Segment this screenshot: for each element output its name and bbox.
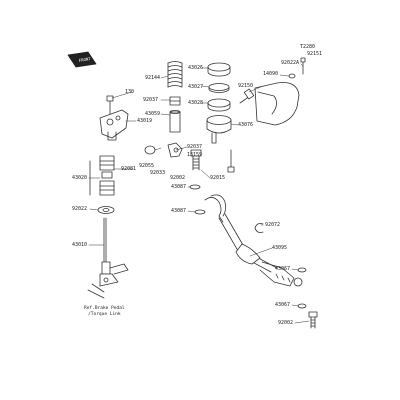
piston-43059 [169,110,181,133]
part-label-92015[interactable]: 92015 [210,175,226,181]
part-label-92144[interactable]: 92144 [145,75,161,81]
part-label-43076[interactable]: 43076 [238,122,254,128]
bolt-92015 [227,149,235,173]
banjo-bolt-92002-lower [308,311,318,329]
part-label-92022[interactable]: 92022 [72,206,88,212]
diaphragm-43028 [207,98,231,112]
part-label-43027[interactable]: 43027 [188,84,204,90]
part-label-43095[interactable]: 43095 [272,245,288,251]
part-label-92037-upper[interactable]: 92037 [143,97,159,103]
reference-note-line-1: Ref.Brake Pedal [84,306,125,311]
banjo-bolt-92002 [190,149,202,171]
part-label-92002-lower[interactable]: 92002 [278,320,294,326]
part-label-92002-upper[interactable]: 92002 [170,175,186,181]
reference-note-line-2: /Torque Link [88,312,121,317]
part-label-92072[interactable]: 92072 [265,222,281,228]
washer-43087-upper [189,184,201,190]
part-label-43028[interactable]: 43028 [188,100,204,106]
washer-43067-lower [297,303,307,309]
part-label-13159[interactable]: 13159 [187,152,203,158]
part-label-92081[interactable]: 92081 [121,166,137,172]
part-label-14090[interactable]: 14090 [263,71,279,77]
fitting-13159 [167,142,183,158]
part-label-43067-lower[interactable]: 43067 [275,302,291,308]
piston-assembly-43020 [89,155,115,196]
part-label-92022a[interactable]: 92022A [281,60,300,66]
leader-lines [88,63,310,324]
washer-92022a [288,73,296,79]
bolt-92037-upper [169,96,181,106]
clip-92072 [254,223,264,233]
cylinder-body-43019 [99,109,129,141]
part-label-43019[interactable]: 43019 [137,118,153,124]
reservoir-43076 [206,115,232,144]
spring-92144 [167,61,183,88]
washer-43067-upper [297,267,307,273]
cover-14090 [254,82,300,126]
part-label-43010[interactable]: 43010 [72,242,88,248]
part-label-43020[interactable]: 43020 [72,175,88,181]
circlip-92055 [144,145,156,155]
bolt-92150 [239,88,255,104]
part-label-92151[interactable]: 92151 [307,51,323,57]
washer-92022 [97,206,115,214]
plate-43027 [208,83,230,93]
brake-hose-43095 [204,194,303,287]
part-label-43059[interactable]: 43059 [145,111,161,117]
part-label-130[interactable]: 130 [125,89,135,95]
front-direction-icon: FRONT [67,51,97,68]
part-label-43087-lower[interactable]: 43087 [171,208,187,214]
diagram-code: T2280 [300,44,316,50]
front-label: FRONT [78,56,91,63]
part-label-92033[interactable]: 92033 [150,170,166,176]
part-label-43067-upper[interactable]: 43067 [275,266,291,272]
part-label-92055[interactable]: 92055 [139,163,155,169]
part-label-43087-upper[interactable]: 43087 [171,184,187,190]
bolt-130 [106,95,114,115]
cap-43026 [207,62,231,77]
push-rod-43010 [87,217,129,299]
bolt-92151 [300,57,306,75]
part-label-92037-lower[interactable]: 92037 [187,144,203,150]
part-label-43026[interactable]: 43026 [188,65,204,71]
part-label-92150[interactable]: 92150 [238,83,254,89]
washer-43087-lower [194,209,206,215]
reference-note: Ref.Brake Pedal /Torque Link [84,306,125,318]
